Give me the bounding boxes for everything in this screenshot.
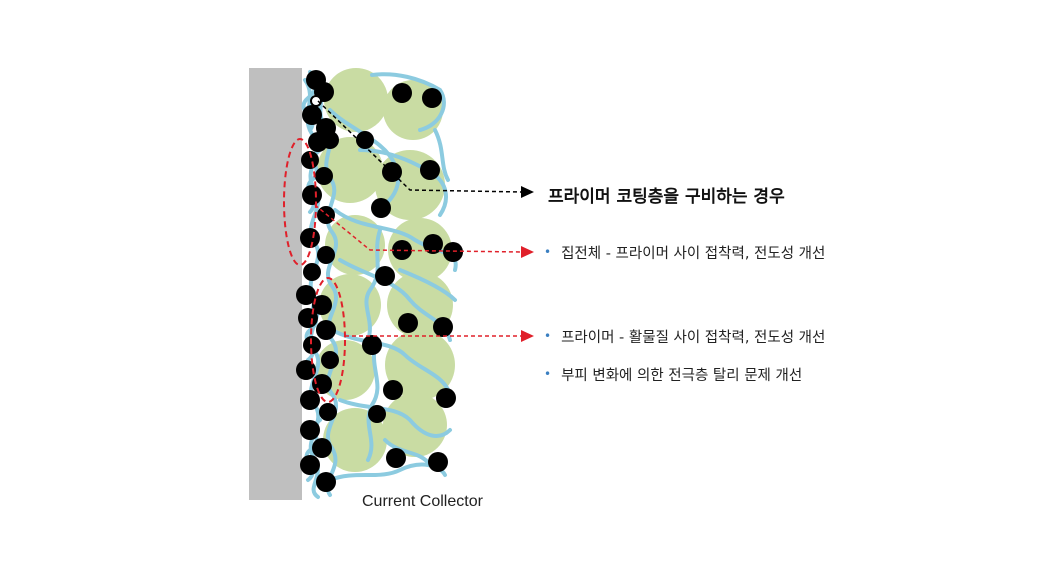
- red-callout-line-1: [314, 204, 534, 258]
- bullet-item-1: • 집전체 - 프라이머 사이 접착력, 전도성 개선: [544, 242, 825, 263]
- bullet-dot-icon: •: [544, 367, 552, 381]
- red-callout-line-2: [345, 330, 534, 342]
- bullet-text-3: 부피 변화에 의한 전극층 탈리 문제 개선: [561, 368, 803, 384]
- primer-coating-heading: 프라이머 코팅층을 구비하는 경우: [548, 187, 785, 207]
- bullet-dot-icon: •: [544, 329, 552, 343]
- arrowhead-icon: [521, 246, 534, 258]
- bullet-dot-icon: •: [544, 245, 552, 259]
- bullet-item-2: • 프라이머 - 활물질 사이 접착력, 전도성 개선: [544, 326, 825, 347]
- arrowhead-icon: [521, 330, 534, 342]
- bullet-item-3: • 부피 변화에 의한 전극층 탈리 문제 개선: [544, 364, 802, 385]
- conductive-agent-particles: [296, 70, 463, 492]
- current-collector-plate: [249, 68, 302, 500]
- bullet-text-1: 집전체 - 프라이머 사이 접착력, 전도성 개선: [561, 246, 826, 262]
- highlighted-particle: [310, 95, 322, 107]
- primer-highlight-ellipses: [283, 138, 346, 403]
- black-callout-line: [317, 100, 534, 198]
- bullet-text-2: 프라이머 - 활물질 사이 접착력, 전도성 개선: [561, 330, 826, 346]
- current-collector-label: Current Collector: [362, 493, 483, 510]
- arrowhead-icon: [521, 186, 534, 198]
